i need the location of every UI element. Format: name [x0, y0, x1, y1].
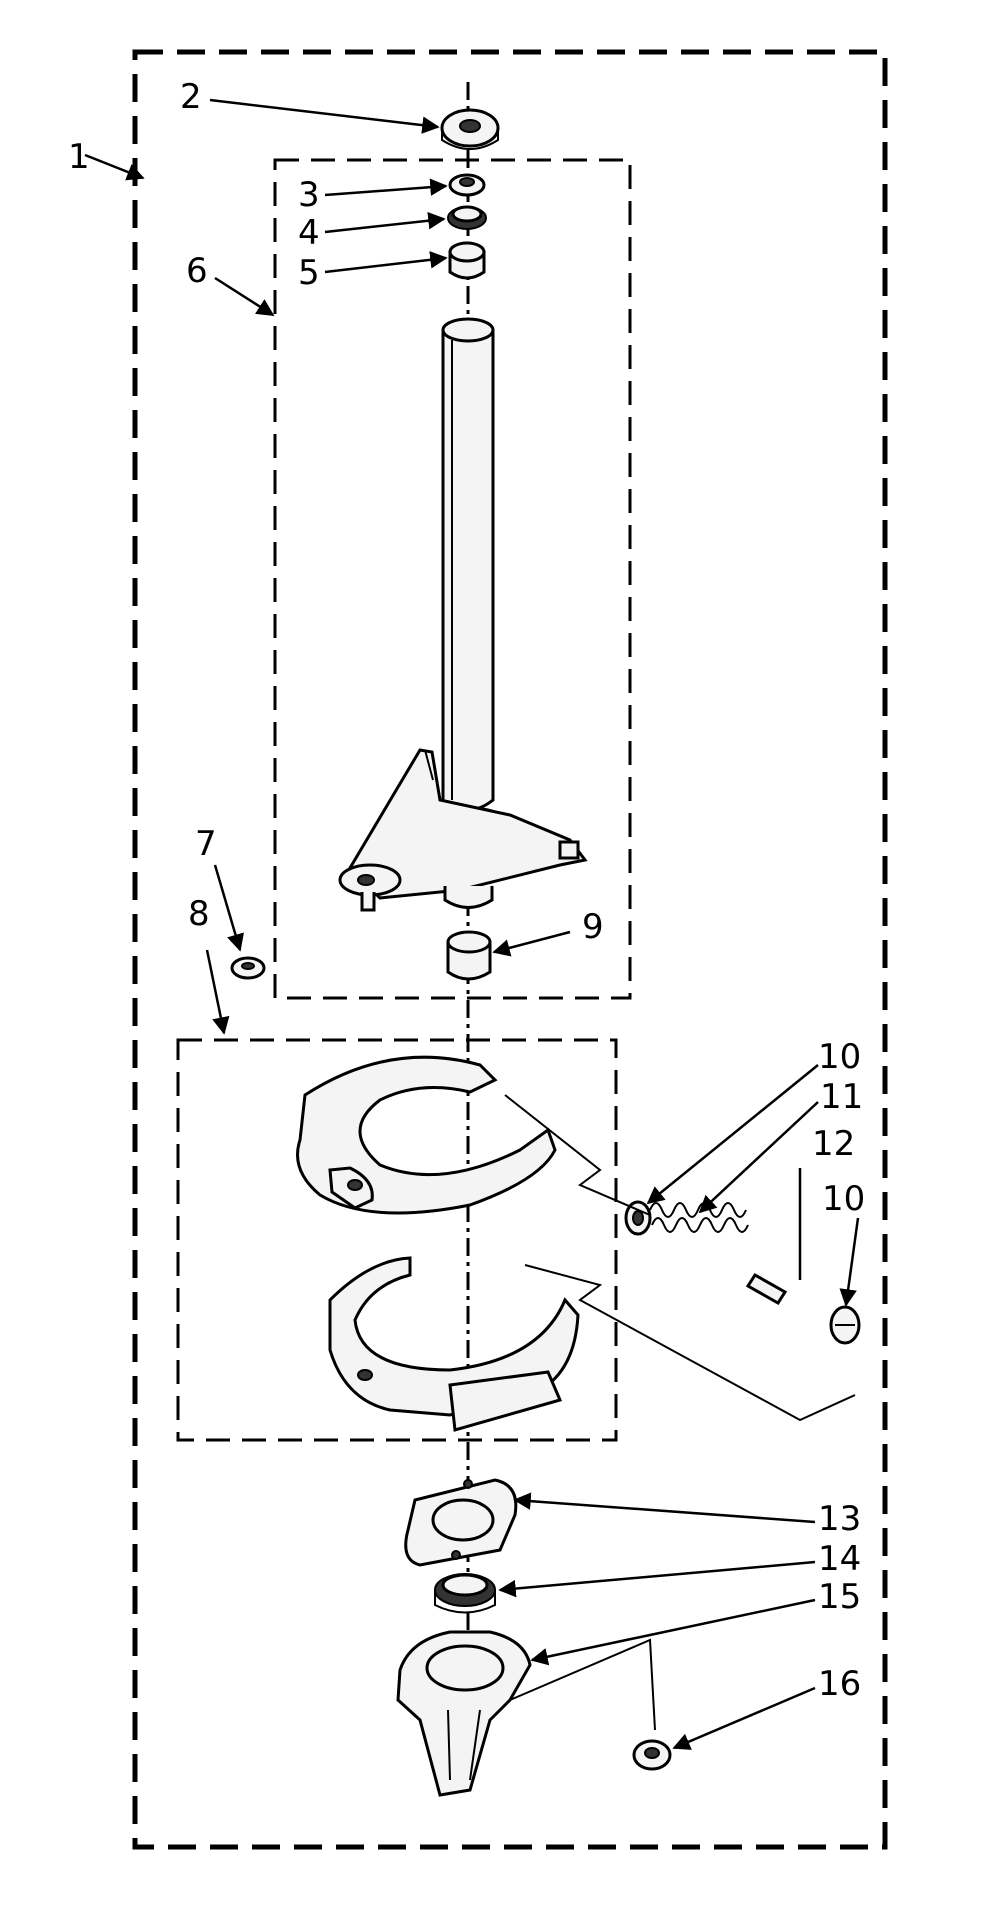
leader-7 — [213, 864, 244, 952]
nut-guide-line — [509, 1638, 656, 1731]
callout-9: 9 — [582, 907, 604, 947]
callout-12: 12 — [812, 1124, 855, 1164]
part-10-spring-cap — [624, 1200, 652, 1236]
callout-4: 4 — [298, 213, 320, 253]
part-6-shaft — [430, 317, 506, 834]
assembly-boundary-shaft — [273, 158, 632, 1000]
part-14-seal — [434, 1573, 496, 1614]
part-7-washer — [230, 956, 266, 980]
part-4-seal — [447, 205, 487, 230]
leader-13 — [513, 1492, 816, 1524]
part-15-housing — [396, 1630, 532, 1797]
part-11-spring — [649, 1202, 749, 1233]
spring-guide-line-lower — [524, 1264, 856, 1422]
leader-14 — [498, 1560, 816, 1598]
leader-10a — [646, 1064, 819, 1205]
part-9-coupling — [446, 930, 492, 981]
leader-6 — [214, 276, 275, 317]
leader-3 — [324, 178, 448, 197]
part-10-end-cap — [829, 1305, 861, 1345]
callout-2: 2 — [180, 77, 202, 117]
leader-9 — [492, 930, 571, 957]
leader-15 — [530, 1598, 816, 1666]
callout-6: 6 — [186, 251, 208, 291]
callout-13: 13 — [818, 1499, 861, 1539]
leader-5 — [324, 251, 448, 274]
callout-11: 11 — [820, 1077, 863, 1117]
callout-3: 3 — [298, 175, 320, 215]
callout-5: 5 — [298, 253, 320, 293]
part-16-nut — [632, 1739, 672, 1771]
assembly-boundary-brake — [176, 1038, 618, 1442]
callout-1: 1 — [68, 137, 90, 177]
callout-8: 8 — [188, 894, 210, 934]
leader-2 — [209, 98, 440, 134]
part-13-gasket — [404, 1478, 518, 1567]
leader-4 — [324, 212, 446, 234]
leader-1 — [84, 153, 145, 181]
callout-10a: 10 — [818, 1037, 861, 1077]
leader-11 — [698, 1101, 819, 1214]
part-5-bushing — [448, 241, 486, 280]
callout-7: 7 — [195, 824, 217, 864]
callout-10b: 10 — [822, 1179, 865, 1219]
part-8-upper-brake-shoe — [296, 1055, 557, 1215]
part-2-nut — [440, 108, 500, 150]
assembly-boundary-outer — [132, 49, 888, 1850]
callout-15: 15 — [818, 1577, 861, 1617]
leader-10b — [839, 1217, 860, 1307]
spring-guide-line-upper — [504, 1094, 651, 1216]
part-3-washer — [448, 173, 486, 197]
callout-14: 14 — [818, 1539, 861, 1579]
leader-16 — [672, 1686, 816, 1750]
part-8-lower-brake-shoe — [328, 1256, 580, 1432]
part-12-pin — [745, 1272, 788, 1306]
leader-8 — [205, 949, 230, 1035]
callout-16: 16 — [818, 1664, 861, 1704]
part-6-base-plate — [338, 748, 588, 912]
